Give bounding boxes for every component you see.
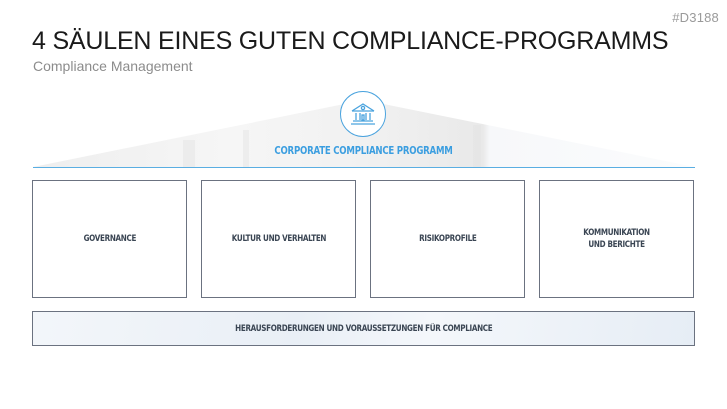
- pillar-kommunikation-und-berichte: KOMMUNIKATION UND BERICHTE: [539, 180, 694, 298]
- bank-building-icon: [340, 91, 386, 137]
- page-subtitle: Compliance Management: [33, 58, 193, 74]
- pillar-label: RISIKOPROFILE: [418, 234, 477, 244]
- pillar-governance: GOVERNANCE: [32, 180, 187, 298]
- slide-id: #D3188: [672, 10, 719, 25]
- roof-divider: [33, 167, 695, 168]
- roof-label: CORPORATE COMPLIANCE PROGRAMM: [274, 145, 453, 157]
- foundation-bar: HERAUSFORDERUNGEN UND VORAUSSETZUNGEN FÜ…: [32, 311, 695, 346]
- foundation-label: HERAUSFORDERUNGEN UND VORAUSSETZUNGEN FÜ…: [234, 323, 493, 334]
- pillar-label: GOVERNANCE: [83, 234, 136, 244]
- pillar-label: KULTUR UND VERHALTEN: [231, 234, 326, 244]
- pillar-kultur-und-verhalten: KULTUR UND VERHALTEN: [201, 180, 356, 298]
- pillar-risikoprofile: RISIKOPROFILE: [370, 180, 525, 298]
- page-title: 4 SÄULEN EINES GUTEN COMPLIANCE-PROGRAMM…: [32, 27, 669, 55]
- pillar-label: KOMMUNIKATION UND BERICHTE: [583, 228, 650, 250]
